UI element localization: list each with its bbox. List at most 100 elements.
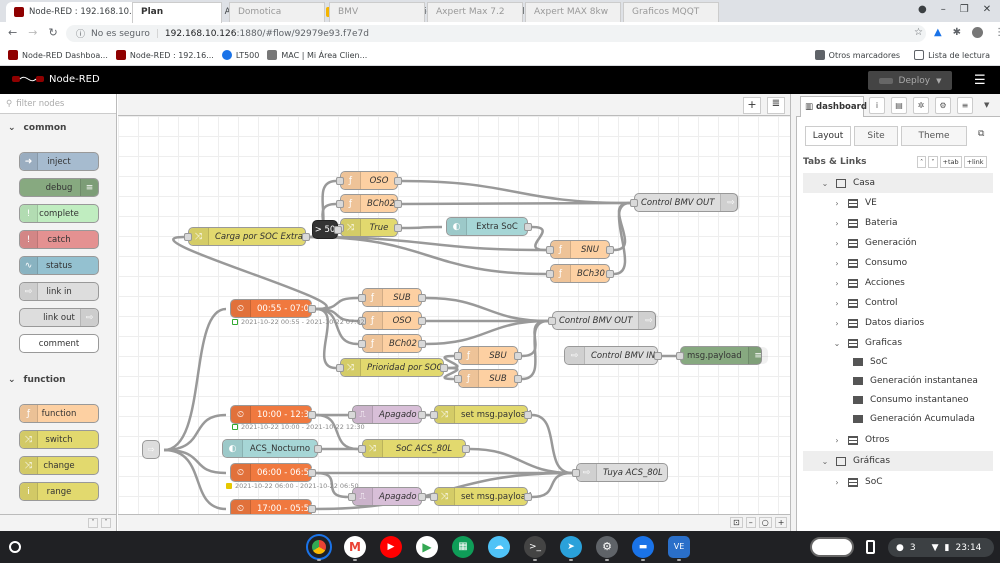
tree-item[interactable]: Generación Acumulada (803, 409, 993, 429)
expand-all-button[interactable]: ˅ (101, 518, 111, 528)
input-port[interactable] (454, 375, 462, 383)
expand-icon[interactable]: ˅ (928, 156, 938, 168)
flow-node-t4[interactable]: ⏲17:00 - 05:50 (230, 499, 316, 514)
output-port[interactable] (418, 340, 426, 348)
wire[interactable] (315, 471, 349, 499)
profile-icon[interactable]: ● (918, 4, 927, 15)
tree-item[interactable]: ⌄Gráficas (803, 451, 993, 471)
tree-item[interactable]: ›Datos diarios (803, 313, 993, 333)
output-port[interactable] (394, 224, 402, 232)
flow-node-set1[interactable]: ⤨set msg.payload (430, 405, 532, 424)
zoom-out-icon[interactable]: – (745, 517, 756, 528)
gmail-icon[interactable]: M (344, 536, 366, 558)
tree-item[interactable]: ›Control (803, 293, 993, 313)
info-tab-icon[interactable]: i (869, 97, 885, 114)
tree-item[interactable]: ›SoC (803, 472, 993, 492)
flow-tab[interactable]: BMV (329, 2, 425, 22)
flow-node-cbmvout2[interactable]: Control BMV OUT⇨ (548, 311, 659, 330)
chevron-down-icon[interactable]: ⌄ (821, 456, 829, 466)
palette-node-link-in[interactable]: ⇨link in (19, 282, 99, 301)
chevron-right-icon[interactable]: › (835, 435, 839, 445)
wire[interactable] (163, 307, 227, 452)
subtab-site[interactable]: Site (854, 126, 898, 146)
input-port[interactable] (184, 233, 192, 241)
chevron-right-icon[interactable]: › (835, 218, 839, 228)
wire[interactable] (425, 319, 549, 346)
deploy-button[interactable]: Deploy ▼ (868, 71, 952, 90)
input-port[interactable] (430, 411, 438, 419)
input-port[interactable] (348, 493, 356, 501)
tray-thumbnail[interactable] (810, 537, 854, 557)
output-port[interactable] (524, 223, 532, 231)
zoom-reset-icon[interactable]: ○ (758, 517, 772, 528)
drive-icon[interactable]: ▲ (933, 27, 942, 38)
address-bar[interactable]: ⓘ No es seguro | 192.168.10.126:1880/#fl… (66, 25, 926, 42)
restore-icon[interactable]: ❐ (959, 4, 969, 15)
collapse-all-button[interactable]: ˄ (88, 518, 98, 528)
add-link-button[interactable]: +link (963, 156, 987, 168)
wire[interactable] (172, 235, 328, 311)
back-icon[interactable]: ← (8, 26, 18, 39)
wire[interactable] (163, 413, 227, 452)
output-port[interactable] (514, 352, 522, 360)
menu-icon[interactable]: ⋮ (994, 27, 1000, 38)
sheets-icon[interactable]: ▦ (452, 536, 474, 558)
input-port[interactable] (358, 445, 366, 453)
input-port[interactable] (548, 317, 556, 325)
ve-app-icon[interactable]: VE (668, 536, 690, 558)
flow-node-gt50[interactable]: > 50 (312, 220, 342, 239)
other-bookmarks[interactable]: Otros marcadores (814, 50, 900, 60)
output-port[interactable] (606, 246, 614, 254)
telegram-icon[interactable]: ➤ (560, 536, 582, 558)
output-port[interactable] (440, 364, 448, 372)
reading-list[interactable]: Lista de lectura (914, 50, 990, 60)
wire[interactable] (401, 225, 443, 230)
chevron-right-icon[interactable]: › (835, 198, 839, 208)
filter-input[interactable]: filter nodes (16, 98, 65, 109)
flow-node-payload[interactable]: msg.payload≡ (676, 346, 768, 365)
launcher-icon[interactable] (9, 541, 21, 553)
chevron-down-icon[interactable]: ⌄ (833, 338, 841, 348)
output-port[interactable] (654, 352, 662, 360)
navigator-icon[interactable]: ⊡ (730, 517, 743, 528)
wire[interactable] (531, 413, 573, 475)
close-window-icon[interactable]: ✕ (982, 4, 992, 15)
flow-tab[interactable]: Axpert MAX 8kw (525, 2, 621, 22)
bookmark-lt500[interactable]: LT500 (221, 50, 259, 60)
tree-item[interactable]: Generación instantanea (803, 371, 993, 391)
input-port[interactable] (676, 352, 684, 360)
extensions-icon[interactable]: ✱ (952, 27, 962, 38)
input-port[interactable] (348, 411, 356, 419)
output-port[interactable] (418, 493, 426, 501)
files-icon[interactable]: ▬ (632, 536, 654, 558)
input-port[interactable] (336, 364, 344, 372)
flow-node-cbmvin[interactable]: ⇨Control BMV IN (564, 346, 662, 365)
palette-node-catch[interactable]: !catch (19, 230, 99, 249)
flow-tab[interactable]: Axpert Max 7.2 (427, 2, 523, 22)
input-port[interactable] (358, 294, 366, 302)
wire[interactable] (163, 448, 227, 511)
add-flow-button[interactable]: + (743, 97, 761, 114)
chevron-down-icon[interactable]: ▼ (984, 101, 990, 109)
wire[interactable] (531, 225, 547, 252)
phone-icon[interactable] (866, 540, 875, 554)
chevron-right-icon[interactable]: › (835, 477, 839, 487)
output-port[interactable] (308, 305, 316, 313)
play-store-icon[interactable]: ▶ (416, 536, 438, 558)
wire[interactable] (613, 201, 631, 276)
output-port[interactable] (308, 411, 316, 419)
input-port[interactable] (630, 199, 638, 207)
input-port[interactable] (336, 200, 344, 208)
output-port[interactable] (302, 233, 310, 241)
tree-item[interactable]: ›VE (803, 193, 993, 213)
palette-node-comment[interactable]: comment (19, 334, 99, 353)
output-port[interactable] (394, 177, 402, 185)
wire[interactable] (309, 235, 547, 276)
output-port[interactable] (462, 445, 470, 453)
flow-node-apag2[interactable]: ⎍Apagado (348, 487, 426, 506)
palette-node-complete[interactable]: !complete (19, 204, 99, 223)
